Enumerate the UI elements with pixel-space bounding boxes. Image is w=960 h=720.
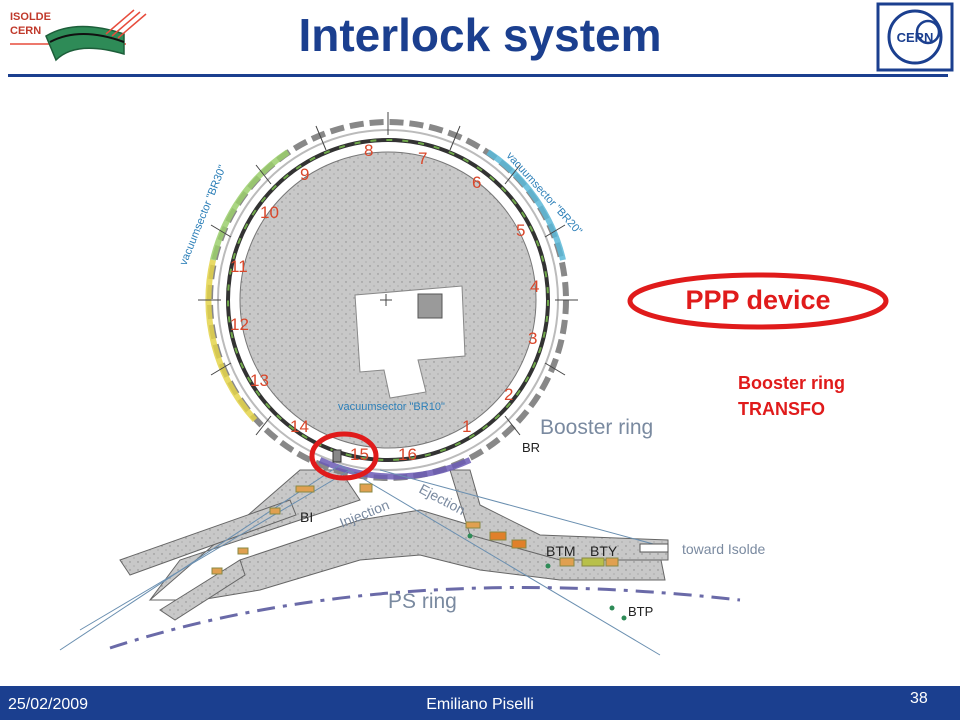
title-rule bbox=[8, 74, 948, 77]
br-label: BR bbox=[522, 440, 540, 455]
isolde-logo-text: ISOLDE bbox=[10, 11, 51, 23]
period-dividers bbox=[198, 112, 578, 436]
period-number: 3 bbox=[528, 329, 537, 348]
toward-isolde-label: toward Isolde bbox=[682, 541, 765, 557]
vacuum-sector-label: vacuumsector "BR30" bbox=[178, 163, 229, 267]
period-number: 15 bbox=[350, 445, 369, 464]
cern-logo: CERN bbox=[876, 2, 954, 72]
isolde-logo: ISOLDE CERN bbox=[10, 9, 147, 62]
bi-label: BI bbox=[300, 509, 313, 525]
period-number: 7 bbox=[418, 149, 427, 168]
footer-author: Emiliano Piselli bbox=[426, 696, 534, 713]
ppp-location-highlight bbox=[309, 431, 379, 481]
period-number: 1 bbox=[462, 417, 471, 436]
magnet-shape-icon bbox=[45, 25, 125, 62]
btm-label: BTM bbox=[546, 543, 576, 559]
ps-ring-arc bbox=[109, 586, 741, 650]
ps-ring-label: PS ring bbox=[388, 590, 457, 613]
note-line-1: Booster ring bbox=[738, 373, 846, 393]
period-number: 6 bbox=[472, 173, 481, 192]
bty-label: BTY bbox=[590, 543, 618, 559]
cern-logo-subtext: CERN bbox=[10, 25, 41, 37]
booster-transfo-note: Booster ring TRANSFO bbox=[738, 370, 845, 422]
period-number: 16 bbox=[398, 445, 417, 464]
period-number: 12 bbox=[230, 315, 249, 334]
booster-ring-label: Booster ring bbox=[540, 416, 653, 439]
footer-date: 25/02/2009 bbox=[8, 696, 89, 713]
ppp-device-label: PPP device bbox=[685, 285, 831, 315]
period-number: 13 bbox=[250, 371, 269, 390]
slide-title: Interlock system bbox=[298, 9, 662, 61]
booster-layout-diagram: 1 2 3 4 5 6 7 8 9 10 11 12 13 14 15 16 v… bbox=[59, 112, 765, 656]
period-number: 9 bbox=[300, 165, 309, 184]
btp-label: BTP bbox=[628, 604, 653, 619]
period-number: 14 bbox=[290, 417, 309, 436]
page-number: 38 bbox=[910, 690, 928, 707]
footer-bar bbox=[0, 686, 960, 720]
cern-logo-text: CERN bbox=[897, 30, 934, 45]
period-number: 10 bbox=[260, 203, 279, 222]
period-number: 8 bbox=[364, 141, 373, 160]
period-number: 2 bbox=[504, 385, 513, 404]
period-number: 4 bbox=[530, 277, 539, 296]
period-number: 5 bbox=[516, 221, 525, 240]
period-number: 11 bbox=[230, 257, 248, 276]
note-line-2: TRANSFO bbox=[738, 399, 825, 419]
vacuum-sector-label: vacuumsector "BR10" bbox=[338, 401, 445, 413]
ppp-device-outline bbox=[627, 272, 889, 330]
